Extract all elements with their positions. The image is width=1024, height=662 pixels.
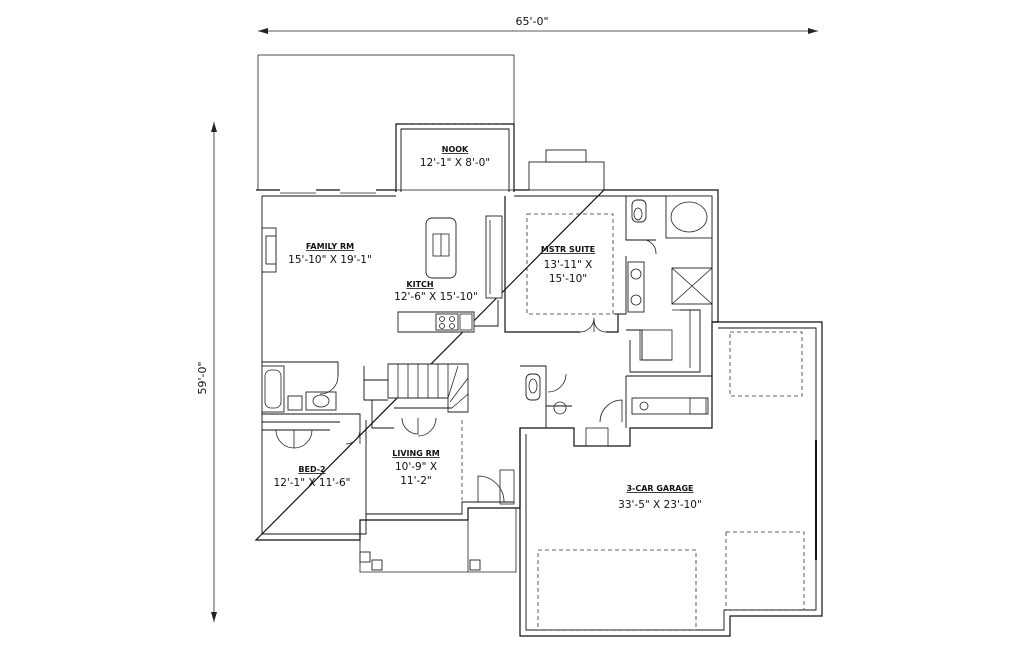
bed2-name: BED-2 xyxy=(298,465,325,474)
garage-size: 33'-5" X 23'-10" xyxy=(618,499,702,511)
kitchen-size: 12'-6" X 15'-10" xyxy=(394,291,478,303)
family-fireplace xyxy=(261,227,277,273)
depth-dimension-label: 59'-0" xyxy=(196,361,209,394)
nook-size: 12'-1" X 8'-0" xyxy=(420,157,490,169)
master-suite-size-line1: 13'-11" X xyxy=(544,259,593,271)
fireplace xyxy=(528,149,605,191)
family-room-name: FAMILY RM xyxy=(306,242,354,251)
depth-dimension-line xyxy=(211,122,217,622)
front-entry-door xyxy=(477,469,515,505)
master-suite-size-line2: 15'-10" xyxy=(549,273,587,285)
kitchen-island xyxy=(425,217,457,279)
bed2-closet xyxy=(262,421,340,449)
family-room-size: 15'-10" X 19'-1" xyxy=(288,254,372,266)
laundry-room xyxy=(625,375,712,428)
rear-patio xyxy=(257,54,515,191)
living-room-size-line2: 11'-2" xyxy=(400,475,432,487)
kitchen-name: KITCH xyxy=(406,280,433,289)
garage-walls xyxy=(519,321,823,637)
nook-walls xyxy=(395,123,515,192)
garage-entry-door xyxy=(585,399,623,447)
living-room-name: LIVING RM xyxy=(392,449,439,458)
width-dimension-line xyxy=(258,28,818,34)
master-suite-name: MSTR SUITE xyxy=(541,245,595,254)
kitchen-counter xyxy=(397,300,499,333)
master-bath xyxy=(614,195,713,315)
bed2-size: 12'-1" X 11'-6" xyxy=(274,477,351,489)
garage-name: 3-CAR GARAGE xyxy=(626,484,693,493)
width-dimension-label: 65'-0" xyxy=(515,15,548,28)
front-porch xyxy=(359,508,517,573)
hall-bath xyxy=(261,361,361,430)
staircase xyxy=(363,363,469,413)
master-closet xyxy=(626,309,701,373)
master-west-wall xyxy=(504,196,619,333)
master-double-door xyxy=(579,317,607,333)
living-room-walls xyxy=(371,400,463,500)
living-room-size-line1: 10'-9" X xyxy=(395,461,437,473)
bed2-door xyxy=(345,420,367,514)
kitchen-pantry xyxy=(485,215,503,299)
powder-room xyxy=(520,365,572,428)
nook-name: NOOK xyxy=(442,145,469,154)
family-room-rear-window xyxy=(280,188,376,194)
